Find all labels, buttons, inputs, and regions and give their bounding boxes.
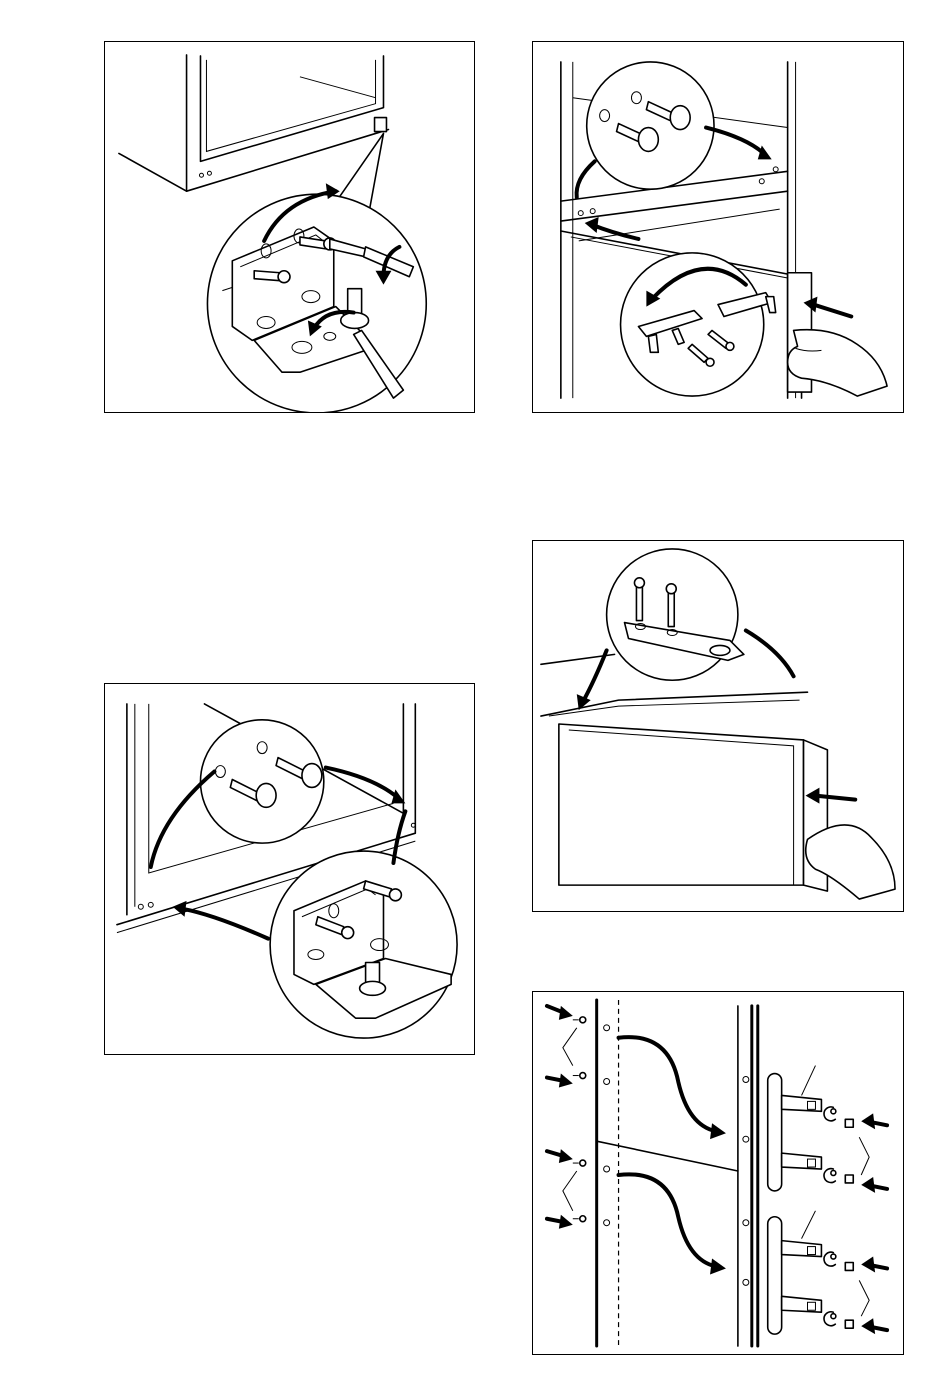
figure-3-bottom-hinge-refit: [104, 683, 475, 1055]
top-hinge-and-door-refit-illustration: [533, 541, 903, 911]
bottom-hinge-removal-illustration: [105, 42, 474, 412]
middle-hinge-and-door-removal-illustration: [533, 42, 903, 412]
bottom-hinge-refit-illustration: [105, 684, 474, 1054]
figure-2-middle-hinge-door-removal: [532, 41, 904, 413]
figure-1-bottom-hinge-removal: [104, 41, 475, 413]
figure-5-handle-transfer: [532, 991, 904, 1355]
handle-transfer-illustration: [533, 992, 903, 1354]
figure-4-top-hinge-door-refit: [532, 540, 904, 912]
